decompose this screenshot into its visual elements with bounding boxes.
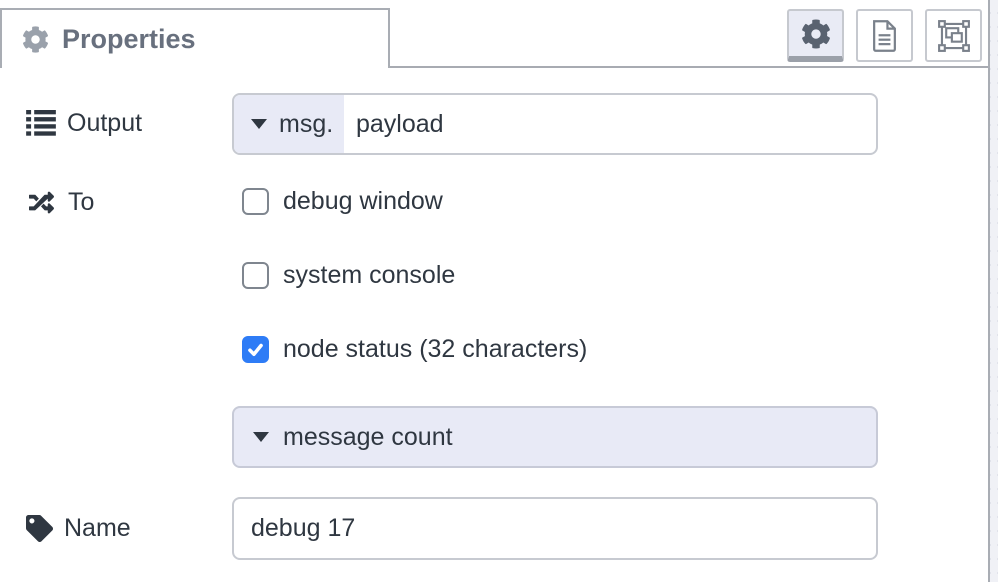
name-input[interactable] bbox=[232, 497, 878, 560]
header-divider bbox=[390, 66, 988, 68]
status-type-select[interactable]: message count bbox=[232, 406, 878, 468]
checkbox-row-debug-window[interactable]: debug window bbox=[242, 186, 443, 216]
output-typed-input[interactable]: msg. bbox=[232, 93, 878, 155]
gear-icon bbox=[801, 18, 831, 49]
debug-window-checkbox-label: debug window bbox=[283, 186, 443, 215]
checkbox-row-system-console[interactable]: system console bbox=[242, 260, 455, 290]
check-icon bbox=[248, 343, 263, 356]
debug-window-checkbox[interactable] bbox=[242, 187, 269, 215]
output-label-text: Output bbox=[67, 108, 143, 137]
properties-tab-button[interactable] bbox=[787, 9, 844, 62]
list-icon bbox=[26, 110, 56, 136]
system-console-checkbox-label: system console bbox=[283, 260, 456, 289]
file-document-icon bbox=[871, 19, 898, 53]
node-status-checkbox[interactable] bbox=[242, 335, 269, 363]
tray-resize-handle[interactable] bbox=[988, 0, 998, 582]
node-status-checkbox-label: node status (32 characters) bbox=[283, 334, 588, 363]
typed-input-type-label: msg. bbox=[279, 109, 334, 138]
name-label-text: Name bbox=[64, 513, 131, 542]
typed-input-type-button[interactable]: msg. bbox=[234, 95, 344, 153]
gear-icon bbox=[22, 25, 49, 53]
system-console-checkbox[interactable] bbox=[242, 261, 269, 289]
appearance-tab-button[interactable] bbox=[925, 9, 982, 62]
name-field-label: Name bbox=[26, 513, 131, 543]
output-field-label: Output bbox=[26, 108, 142, 138]
chevron-down-icon bbox=[253, 432, 269, 442]
to-field-label: To bbox=[26, 187, 94, 217]
to-label-text: To bbox=[68, 187, 95, 216]
description-tab-button[interactable] bbox=[856, 9, 913, 62]
checkbox-row-node-status[interactable]: node status (32 characters) bbox=[242, 334, 587, 364]
typed-input-value-field[interactable] bbox=[344, 95, 876, 153]
status-select-value: message count bbox=[283, 422, 453, 451]
edit-dialog-toolbar bbox=[787, 9, 982, 62]
tag-icon bbox=[26, 514, 53, 542]
shuffle-icon bbox=[26, 190, 57, 215]
tab-title: Properties bbox=[62, 23, 196, 54]
object-group-icon bbox=[937, 19, 971, 53]
tab-properties[interactable]: Properties bbox=[0, 8, 390, 68]
chevron-down-icon bbox=[251, 119, 267, 129]
